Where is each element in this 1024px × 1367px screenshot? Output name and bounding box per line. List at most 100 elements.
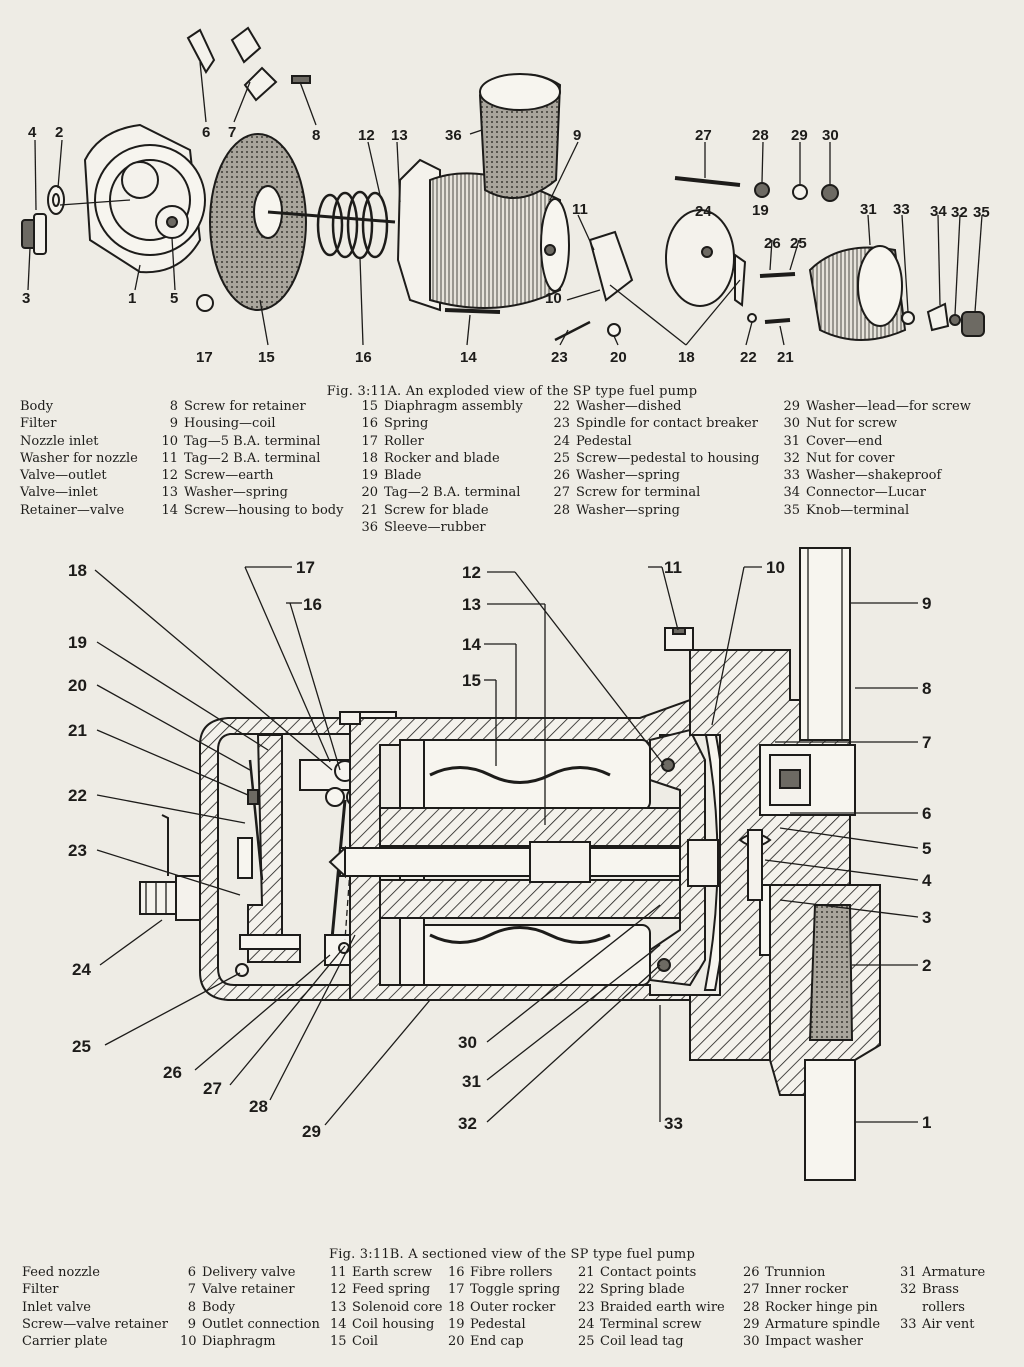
- coil-housing-part: [396, 158, 570, 314]
- legend-label: Valve—outlet: [20, 468, 107, 484]
- callout-24: 24: [695, 203, 712, 220]
- legend-label: Valve—inlet: [20, 485, 98, 501]
- legend-number: 21: [361, 502, 378, 518]
- callout-33: 33: [664, 1114, 683, 1133]
- legend-label: Valve retainer: [202, 1282, 295, 1298]
- legend-entry: Carrier plate: [22, 1333, 168, 1350]
- legend-label: Feed nozzle: [22, 1265, 100, 1280]
- legend-number: 13: [161, 485, 178, 501]
- callout-17: 17: [296, 558, 315, 577]
- callout-29: 29: [791, 127, 808, 144]
- legend-number: 11: [330, 1265, 347, 1280]
- legend-label: Washer—spring: [576, 468, 680, 484]
- legend-number: 12: [161, 468, 178, 484]
- callout-32: 32: [951, 204, 968, 221]
- legend-label: End cap: [470, 1334, 524, 1350]
- legend-label: Nozzle inlet: [20, 433, 99, 449]
- legend-label: Diaphragm: [202, 1334, 276, 1350]
- legend-number: 34: [783, 485, 800, 501]
- legend-label: Solenoid core: [352, 1299, 443, 1315]
- legend-label: Screw—earth: [184, 468, 274, 484]
- legend-label: Spindle for contact breaker: [576, 416, 758, 432]
- legend-number: 8: [187, 1299, 196, 1315]
- legend-label: Earth screw: [352, 1265, 433, 1280]
- legend-label: Coil: [352, 1334, 379, 1350]
- legend-entry: Filter: [22, 1281, 168, 1298]
- callout-36: 36: [445, 127, 462, 144]
- legend-entry: 11 Earth screw: [330, 1264, 442, 1281]
- legend-number: 9: [187, 1316, 196, 1332]
- legend-label: Sleeve—rubber: [384, 520, 486, 536]
- sectioned-view-diagram: 1 2 3 4 5 6 7 8 9 10 11 12 13 14 15 16 1…: [68, 547, 932, 1181]
- callout-11: 11: [572, 201, 588, 218]
- callout-4: 4: [28, 124, 37, 141]
- exploded-callouts: 1 2 3 4 5 6 7 8 9 10 11 12 13 14 15 16 1…: [22, 124, 990, 366]
- legend-label: Blade: [384, 468, 422, 484]
- section-callouts: 1 2 3 4 5 6 7 8 9 10 11 12 13 14 15 16 1…: [68, 558, 932, 1141]
- legend-number: 26: [553, 468, 570, 484]
- callout-3: 3: [922, 908, 931, 927]
- callout-23: 23: [551, 349, 568, 366]
- legend-number: 14: [330, 1316, 347, 1332]
- solenoid-core: [328, 807, 691, 919]
- legend-label: Screw—valve retainer: [22, 1316, 168, 1332]
- legend-label: Air vent: [922, 1316, 975, 1332]
- terminal-screw: [139, 814, 201, 921]
- legend-number: 30: [743, 1334, 760, 1350]
- legend-label: Feed spring: [352, 1282, 431, 1298]
- callout-5: 5: [922, 839, 931, 858]
- legend-number: 21: [578, 1265, 595, 1280]
- callout-15: 15: [462, 671, 481, 690]
- coil-windings: [399, 739, 651, 986]
- callout-32: 32: [458, 1114, 477, 1133]
- legend-label: Inner rocker: [765, 1282, 849, 1298]
- legend-entry: Nozzle inlet: [20, 433, 138, 450]
- callout-13: 13: [462, 595, 481, 614]
- legend-number: 29: [743, 1316, 760, 1332]
- callout-19: 19: [68, 633, 87, 652]
- legend-label: Outlet connection: [202, 1316, 320, 1332]
- callout-35: 35: [973, 204, 990, 221]
- callout-9: 9: [573, 127, 581, 144]
- legend-entry: Filter: [20, 415, 138, 432]
- callout-18: 18: [68, 561, 87, 580]
- legend-entry: 26 Washer—spring: [552, 467, 759, 484]
- legend-label: Knob—terminal: [806, 502, 910, 518]
- legend-label: Rocker hinge pin: [765, 1299, 878, 1315]
- legend-number: 33: [783, 468, 800, 484]
- legend-number: 7: [187, 1282, 196, 1298]
- callout-1: 1: [922, 1113, 931, 1132]
- feed-nozzle: [769, 884, 881, 1181]
- legend-label: Contact points: [600, 1265, 697, 1280]
- exploded-leader-lines: [27, 61, 983, 346]
- legend-label: Terminal screw: [600, 1316, 702, 1332]
- legend-entry: Retainer—valve: [20, 502, 138, 519]
- legend-label: Toggle spring: [470, 1282, 561, 1298]
- legend-label: Impact washer: [765, 1334, 864, 1350]
- legend-label: Brass: [922, 1282, 959, 1298]
- legend-label: Fibre rollers: [470, 1265, 553, 1280]
- legend-entry: Washer for nozzle: [20, 450, 138, 467]
- legend-number: 6: [187, 1265, 196, 1280]
- callout-14: 14: [460, 349, 477, 366]
- legend-number: 18: [361, 450, 378, 466]
- legend-label: Carrier plate: [22, 1334, 108, 1350]
- legend-label: Screw for blade: [384, 502, 489, 518]
- callout-18: 18: [678, 349, 695, 366]
- legend-number: 20: [448, 1334, 465, 1350]
- legend-label: Screw—pedestal to housing: [576, 450, 760, 466]
- legend-number: 36: [361, 520, 378, 536]
- end-cap-section: [199, 717, 351, 1001]
